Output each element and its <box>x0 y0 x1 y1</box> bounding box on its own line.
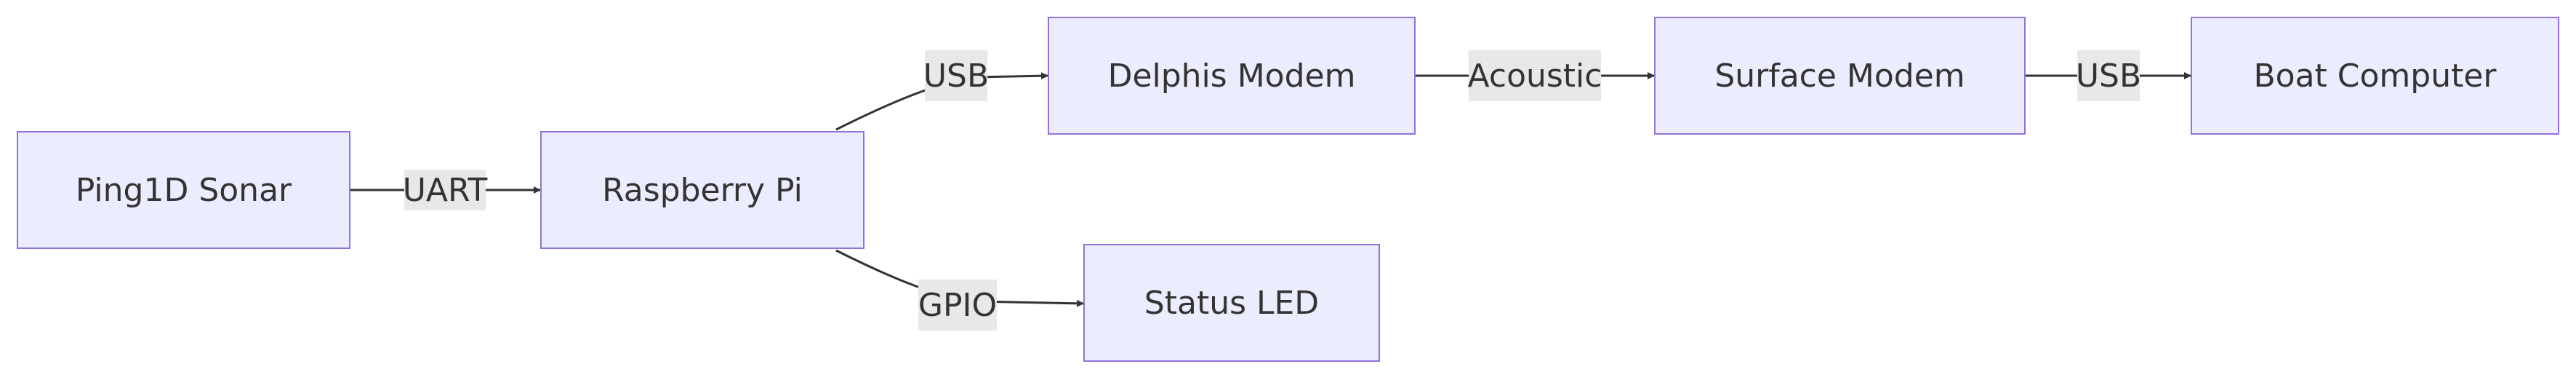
node-status-led: Status LED <box>1083 244 1380 362</box>
node-label: Status LED <box>1144 284 1320 322</box>
edge-label-usb-pi-delphis: USB <box>923 50 989 101</box>
edge-label-acoustic: Acoustic <box>1468 50 1602 101</box>
node-surface-modem: Surface Modem <box>1654 17 2026 135</box>
edge-label-gpio: GPIO <box>918 280 997 330</box>
edge-label-usb-surface-boat: USB <box>2076 50 2141 101</box>
edge-label-uart: UART <box>403 170 487 210</box>
node-delphis-modem: Delphis Modem <box>1048 17 1416 135</box>
node-label: Ping1D Sonar <box>75 171 292 209</box>
node-label: Boat Computer <box>2253 57 2497 95</box>
node-label: Delphis Modem <box>1107 57 1356 95</box>
node-raspberry-pi: Raspberry Pi <box>540 131 864 249</box>
node-ping1d-sonar: Ping1D Sonar <box>17 131 350 249</box>
node-label: Raspberry Pi <box>602 171 803 209</box>
node-label: Surface Modem <box>1714 57 1965 95</box>
node-boat-computer: Boat Computer <box>2191 17 2559 135</box>
